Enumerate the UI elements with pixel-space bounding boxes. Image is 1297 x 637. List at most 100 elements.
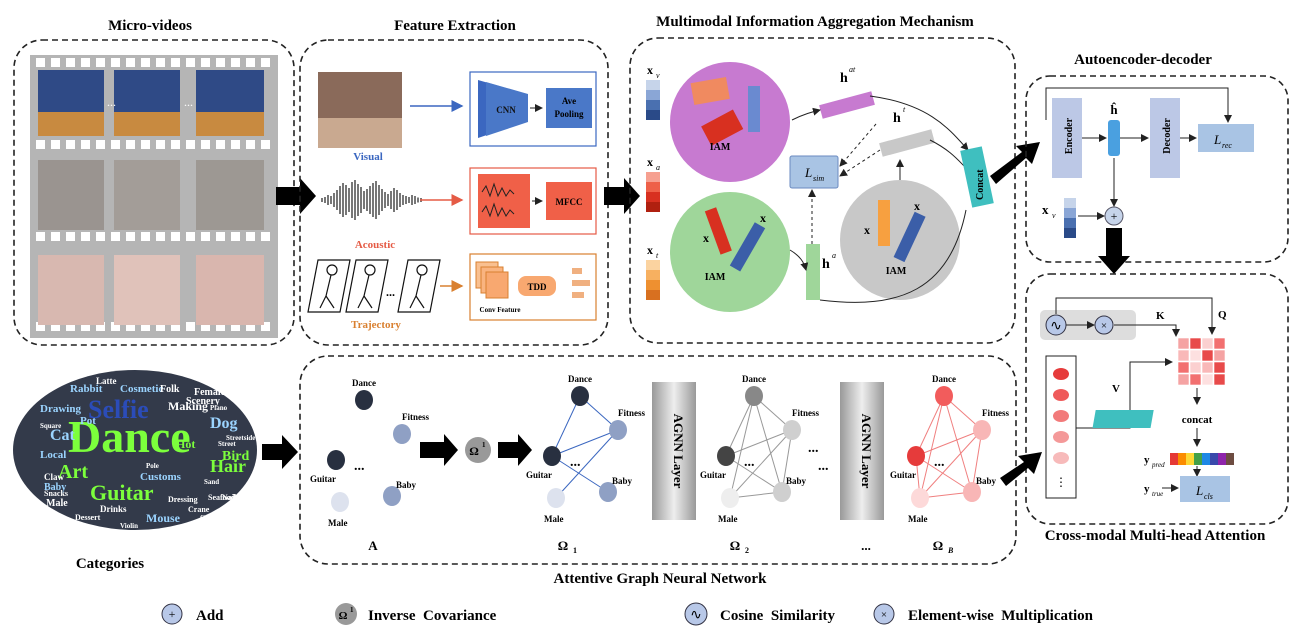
conv-feature-label: Conv Feature <box>480 306 521 314</box>
v-vector-dot <box>1053 452 1069 464</box>
graph-edge <box>915 429 983 457</box>
autoencoder-panel <box>1025 75 1289 263</box>
omegab-label: Ω <box>933 538 943 553</box>
film-sprocket <box>246 140 255 149</box>
l-sim-sub: sim <box>813 174 824 183</box>
graph-node <box>327 450 345 470</box>
arrow-to-aggregation <box>604 178 640 214</box>
film-sprocket <box>156 322 165 331</box>
film-sprocket <box>81 58 90 67</box>
category-word: Street <box>218 440 236 448</box>
film-sprocket <box>156 140 165 149</box>
xt-sub: t <box>656 251 659 260</box>
cosine-legend-label: Cosine Similarity <box>720 608 835 624</box>
y-pred-sub: pred <box>1151 461 1165 469</box>
attention-cell <box>1201 337 1214 350</box>
attention-cell <box>1213 337 1226 350</box>
category-word: Piano <box>210 404 228 412</box>
attention-cell <box>1177 373 1190 386</box>
h-a-vector <box>806 244 820 300</box>
video-frame <box>196 160 264 230</box>
graph-node <box>773 482 791 502</box>
arrow-to-autoencoder <box>990 142 1040 184</box>
h-hat-label: ĥ <box>1110 102 1118 117</box>
category-word: Hair <box>210 456 246 476</box>
category-word: Dance <box>68 411 191 462</box>
ave-pooling-box <box>546 88 592 128</box>
visual-label: Visual <box>353 151 383 163</box>
decoder-box <box>1150 98 1180 178</box>
arrow-to-attention <box>1098 228 1130 274</box>
category-word: Mouse <box>146 511 181 525</box>
film-sprocket <box>171 140 180 149</box>
aggregation-panel <box>629 37 1016 344</box>
attention-matrix <box>1177 337 1226 386</box>
acoustic-label: Acoustic <box>355 239 395 251</box>
l-sim-label: L <box>804 165 812 180</box>
h-at-label: h <box>840 71 848 86</box>
iam-xv-label: x <box>760 211 766 225</box>
graph-node-label: Male <box>328 518 348 528</box>
omegab-sub: B <box>947 546 954 555</box>
film-sprocket <box>96 140 105 149</box>
video-frame <box>114 255 180 325</box>
film-sprocket <box>66 322 75 331</box>
attention-cell <box>1177 361 1190 374</box>
category-word: Seafood <box>208 493 236 502</box>
iam-xa-label: x <box>703 231 709 245</box>
graph-edge <box>725 395 755 457</box>
video-frame <box>114 160 180 230</box>
omega-sup: 1 <box>482 441 486 449</box>
xa-label: x <box>647 155 653 169</box>
y-pred-cell <box>1186 453 1194 465</box>
film-sprocket <box>66 140 75 149</box>
cosine-legend-icon <box>684 602 708 626</box>
cnn-label: CNN <box>496 105 516 115</box>
mfcc-box <box>546 182 592 220</box>
attention-cell <box>1201 361 1214 374</box>
aggregation-title: Multimodal Information Aggregation Mecha… <box>656 14 974 30</box>
graph-node-label: Male <box>718 514 738 524</box>
graph-node-label: Fitness <box>982 408 1009 418</box>
y-pred-cell <box>1218 453 1226 465</box>
add-operator-symbol: + <box>1111 209 1118 223</box>
category-word: Selfie <box>88 395 149 424</box>
omega1-label: Ω <box>558 538 568 553</box>
category-word-cloud: DanceSelfieGuitarArtCatDogHairBirdMaking… <box>40 376 255 530</box>
attention-panel <box>1025 273 1289 525</box>
graph-node <box>935 386 953 406</box>
graph-node-label: Male <box>544 514 564 524</box>
category-word: Nail <box>222 493 237 502</box>
h-a-sup: a <box>832 251 836 260</box>
video-frame <box>38 160 104 230</box>
l-rec-label: L <box>1213 132 1221 147</box>
v-vector-ellipsis: ⋮ <box>1055 475 1067 489</box>
video-frame <box>38 255 104 325</box>
cosine-legend-symbol: ∿ <box>690 608 702 623</box>
film-sprocket <box>201 58 210 67</box>
omega2-label: Ω <box>730 538 740 553</box>
inverse-covariance-legend-icon <box>335 603 357 625</box>
category-word: Female <box>194 387 226 398</box>
agnn-layer-label: AGNN Layer <box>859 414 874 489</box>
video-frame <box>196 255 264 325</box>
iam-circle-gray <box>840 180 960 300</box>
category-word: Local <box>40 449 66 461</box>
category-word: Snacks <box>44 489 68 498</box>
film-sprocket <box>36 232 45 241</box>
attention-cell <box>1177 349 1190 362</box>
inverse-covariance-legend-symbol: Ω <box>339 610 348 622</box>
graph-node <box>543 446 561 466</box>
graph-node-label: Dance <box>352 378 376 388</box>
graph-edge <box>555 429 619 499</box>
film-sprocket <box>36 58 45 67</box>
film-sprocket <box>246 322 255 331</box>
cosine-symbol: ∿ <box>1050 319 1062 334</box>
y-pred-cell <box>1170 453 1178 465</box>
category-word: Hot <box>176 437 195 451</box>
y-true-label: y <box>1144 483 1150 495</box>
film-sprocket <box>96 322 105 331</box>
film-sprocket <box>186 140 195 149</box>
category-word: Celo <box>200 514 214 522</box>
xv-label: x <box>647 63 653 77</box>
